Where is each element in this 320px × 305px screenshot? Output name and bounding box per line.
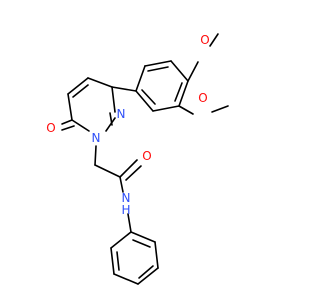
bond: [61, 125, 75, 131]
bond: [125, 165, 142, 181]
bond: [94, 145, 97, 166]
bond: [138, 265, 154, 279]
bond: [71, 119, 90, 132]
bond: [119, 159, 138, 178]
carbonyl-oxygen-label: O: [46, 121, 55, 135]
bond: [152, 105, 180, 112]
molecule-structure-diagram: O O O O N N N H: [46, 33, 229, 285]
bond: [127, 213, 132, 233]
acetamide-linker: [94, 145, 142, 233]
aryl-link-bond: [111, 86, 137, 92]
bond: [141, 89, 156, 105]
bond: [94, 164, 121, 178]
bond: [178, 80, 189, 107]
methoxy-oxygen-label: O: [200, 33, 209, 47]
bond: [178, 105, 194, 115]
bond: [110, 231, 132, 249]
bond: [130, 231, 156, 243]
bond: [170, 60, 189, 82]
bond: [144, 60, 172, 67]
bond: [87, 77, 113, 88]
benzyl-phenyl-ring: [110, 231, 159, 285]
bond: [61, 119, 73, 125]
bond: [187, 61, 199, 82]
bond: [211, 105, 229, 113]
bond: [113, 273, 139, 285]
ring-nitrogen-label: N: [117, 107, 126, 121]
molecule-structure-canvas: O O O O N N N H: [46, 33, 229, 285]
pyridazinone-ring: [67, 77, 116, 132]
bond: [109, 112, 113, 126]
bond: [72, 84, 89, 98]
bond: [119, 176, 124, 193]
bond: [135, 65, 146, 92]
ring-nitrogen-label: N: [92, 131, 101, 145]
bond: [116, 251, 120, 271]
amide-hydrogen-label: H: [121, 203, 130, 217]
methoxy-groups: [178, 33, 229, 115]
bond: [154, 241, 159, 269]
dimethoxyphenyl-ring: [135, 60, 189, 112]
amide-nitrogen-label: N: [122, 191, 131, 205]
bond: [174, 82, 183, 102]
methoxy-oxygen-label: O: [198, 91, 207, 105]
bond: [111, 86, 116, 113]
amide-oxygen-label: O: [142, 149, 151, 163]
bond: [67, 77, 89, 95]
bond: [67, 93, 73, 121]
bond: [132, 239, 151, 248]
bond: [135, 90, 154, 112]
bond: [137, 267, 159, 285]
bond: [209, 33, 219, 47]
bond: [110, 247, 115, 275]
bond: [147, 66, 169, 72]
bond: [105, 117, 116, 132]
